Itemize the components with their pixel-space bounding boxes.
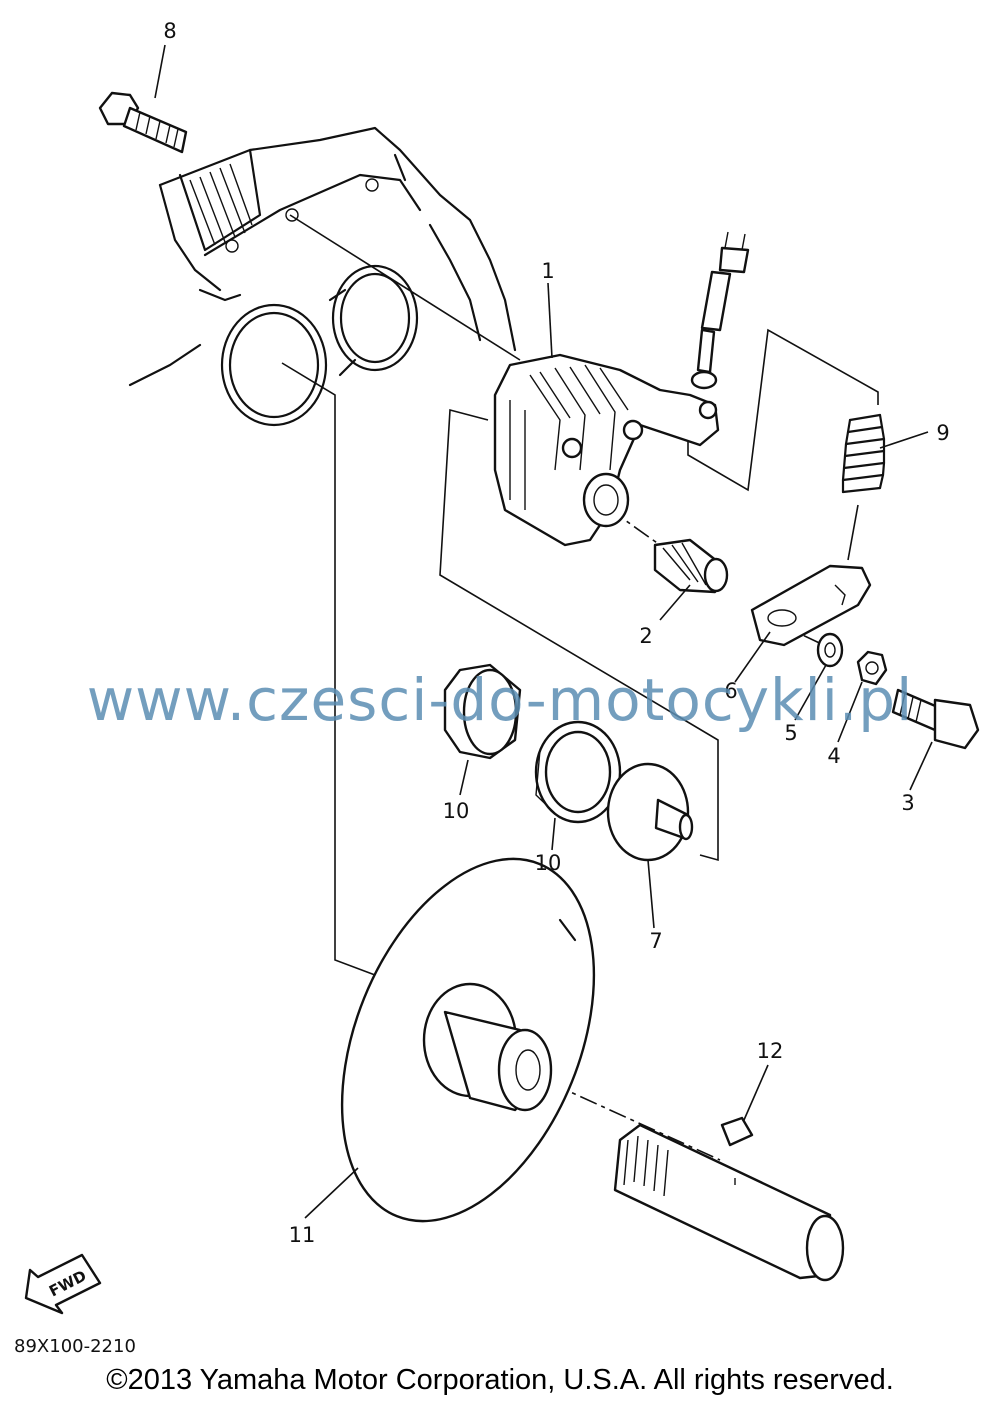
callout-8: 8 (163, 19, 176, 43)
callout-5: 5 (784, 721, 797, 745)
website-watermark: www.czesci-do-motocykli.pl (86, 666, 914, 734)
drawing-code: 89X100-2210 (14, 1336, 136, 1357)
part-7-pad (606, 762, 694, 862)
part-10-seal (534, 720, 622, 824)
callout-1: 1 (541, 259, 554, 283)
callout-2: 2 (639, 624, 652, 648)
callout-6: 6 (724, 679, 737, 703)
callout-leaders (154, 44, 933, 1219)
engine-housing (128, 126, 517, 427)
part-12-key (720, 1116, 754, 1147)
callout-3: 3 (901, 791, 914, 815)
callout-9: 9 (936, 421, 949, 445)
part-9-spring (841, 413, 886, 494)
callout-11: 11 (289, 1223, 316, 1247)
part-5-washer (816, 632, 844, 668)
part-3-bolt (891, 688, 980, 750)
callout-10-piston: 10 (443, 799, 470, 823)
callout-12: 12 (757, 1039, 784, 1063)
callout-numbers: 8 1 9 2 6 5 4 3 10 10 7 12 11 (163, 19, 949, 1247)
part-8-bolt (98, 91, 188, 154)
drive-shaft (613, 1123, 845, 1282)
fwd-arrow-icon: FWD (24, 1253, 102, 1315)
part-10-piston (443, 663, 522, 760)
copyright-notice: ©2013 Yamaha Motor Corporation, U.S.A. A… (106, 1364, 894, 1396)
part-1-caliper (493, 353, 720, 547)
part-4-nut (856, 650, 888, 686)
part-11-disc (340, 857, 596, 1223)
brake-cable (690, 231, 750, 390)
callout-7: 7 (649, 929, 662, 953)
part-2-adjuster (653, 538, 729, 594)
callout-10-seal: 10 (535, 851, 562, 875)
callout-4: 4 (827, 744, 840, 768)
